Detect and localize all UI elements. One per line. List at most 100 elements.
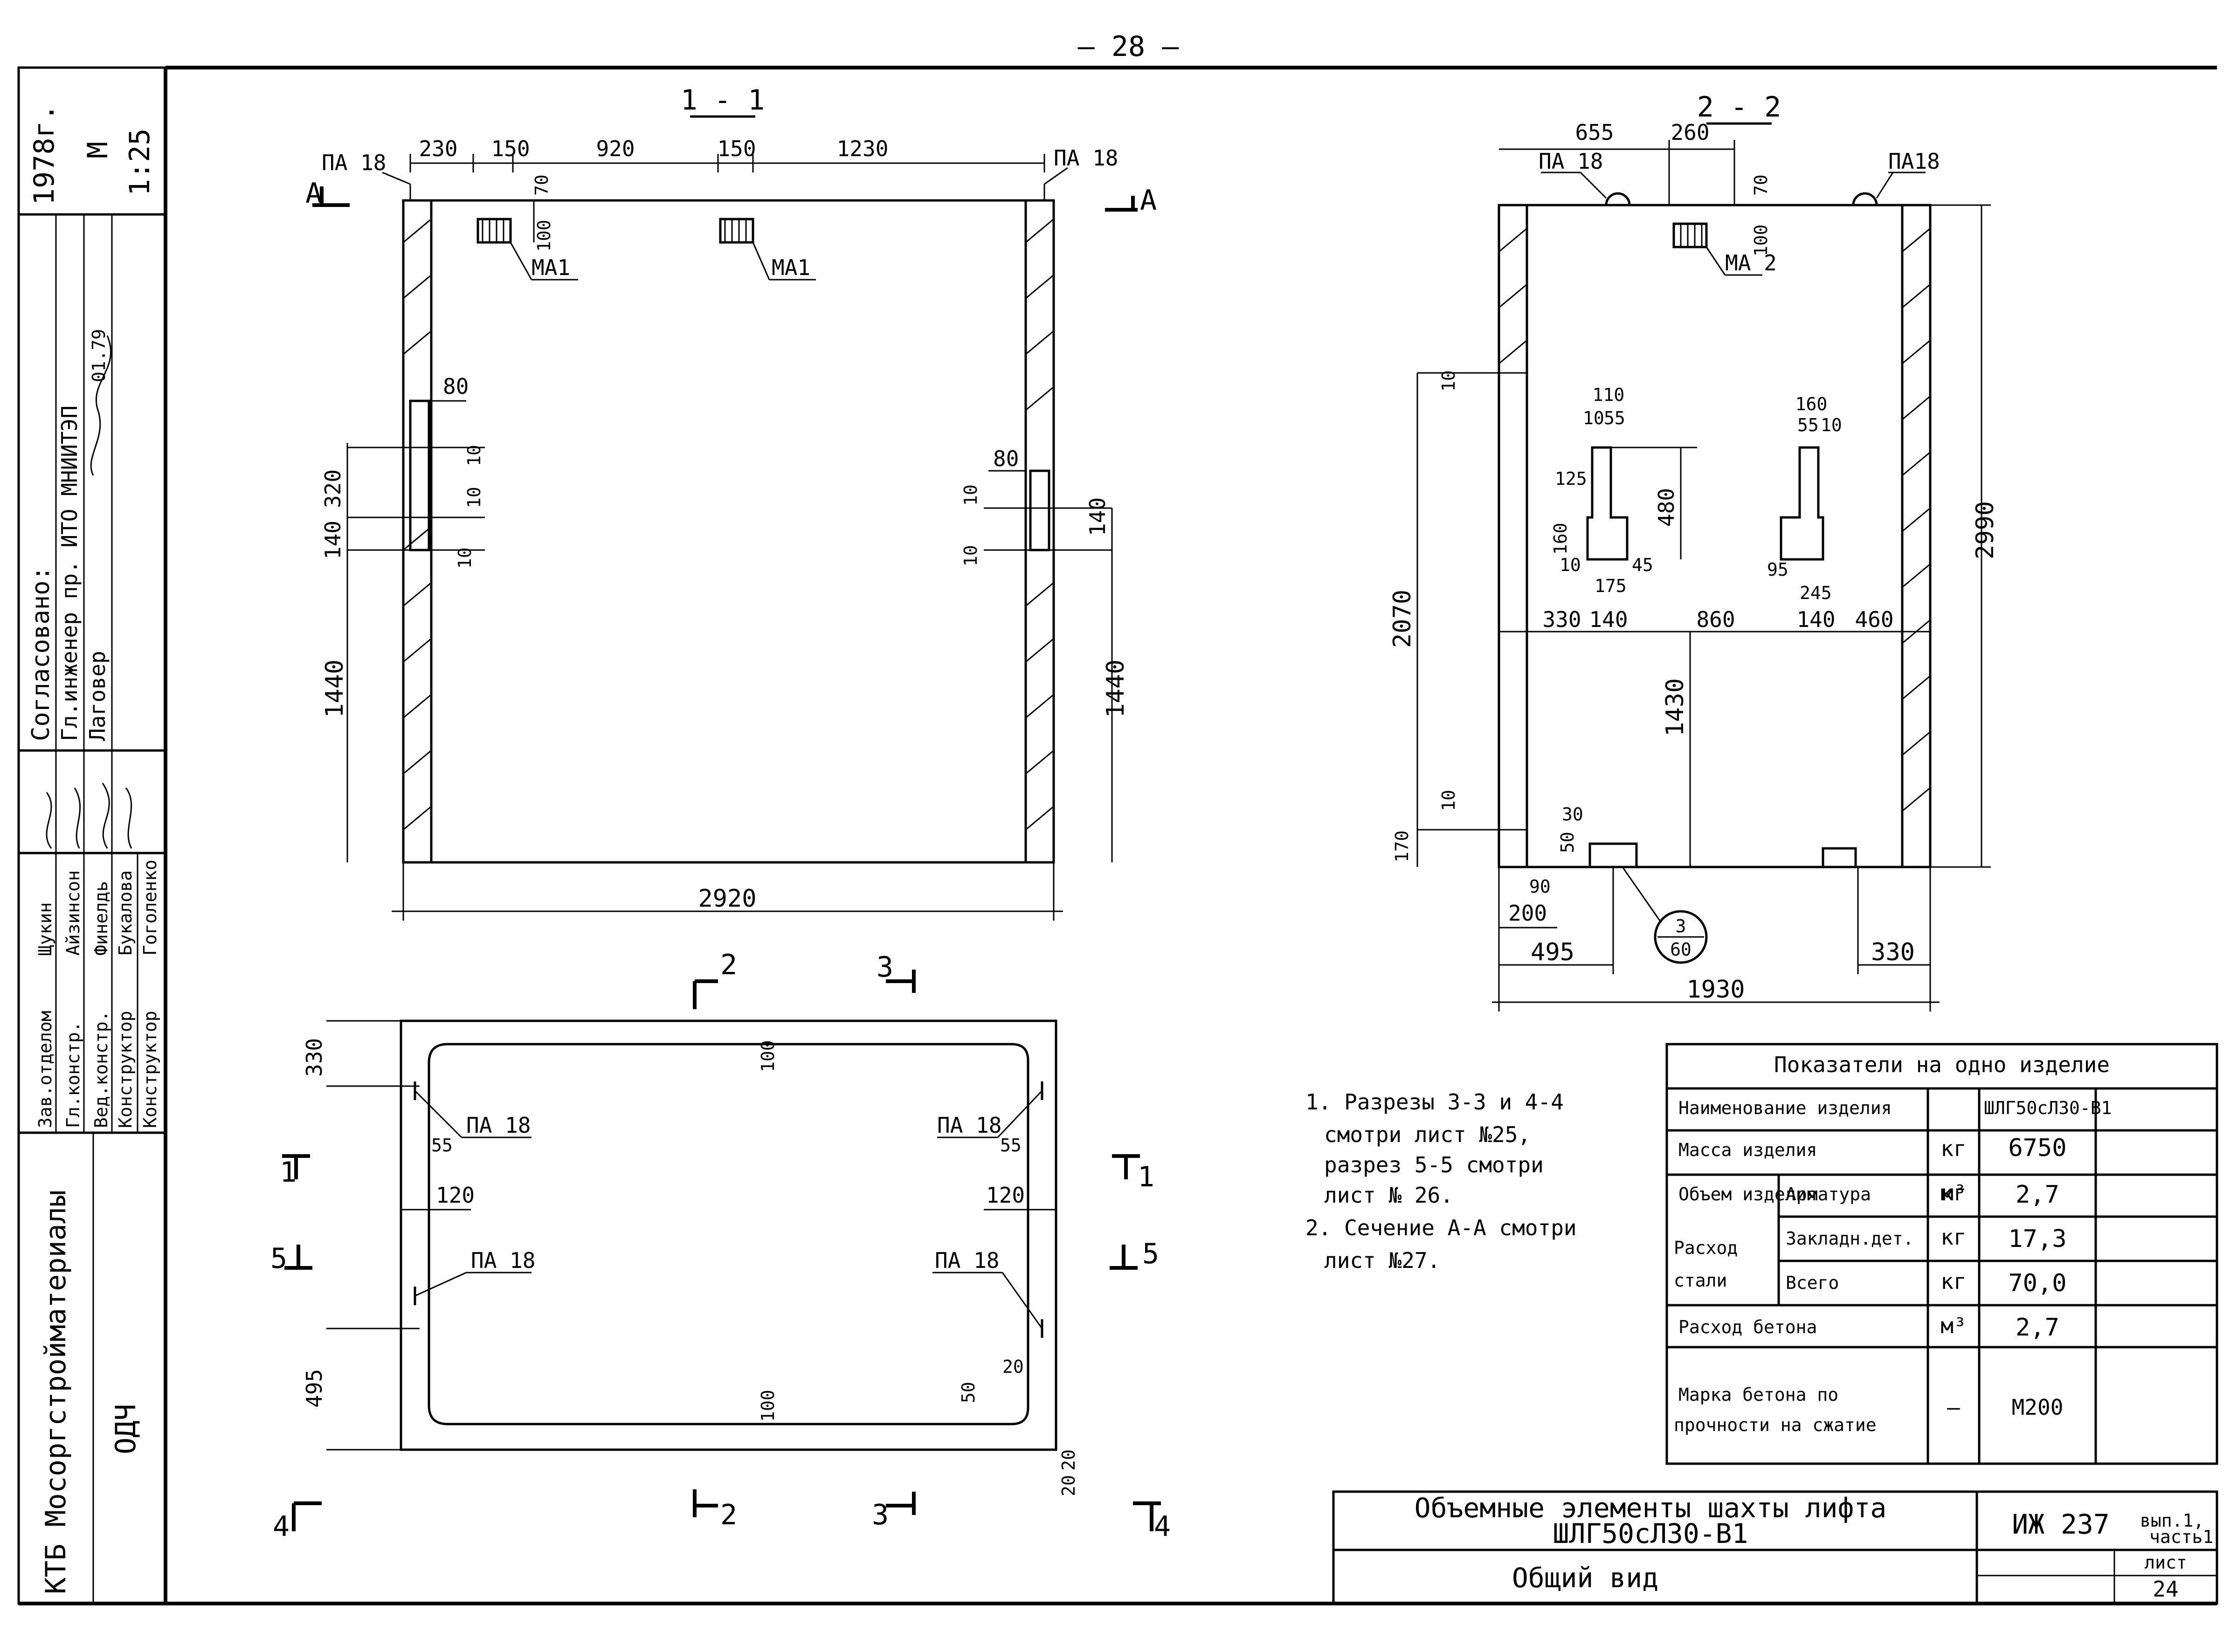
spec-value-6: 70,0 <box>2008 1269 2066 1297</box>
niche-left-c: 10 <box>1560 555 1581 575</box>
sheet-label: лист <box>2144 1552 2187 1573</box>
spec-grade-2: прочности на сжатие <box>1674 1415 1877 1435</box>
plan-dim-100-top: 100 <box>758 1040 778 1072</box>
niche-left-f: 480 <box>1654 488 1679 527</box>
niche-left-h1: 125 <box>1555 468 1587 489</box>
top-dim-3: 920 <box>596 136 635 161</box>
plan-dim-120-left: 120 <box>436 1183 475 1208</box>
staff-role-5: Конструктор <box>140 1011 160 1128</box>
cut-a-right: А <box>1140 184 1157 217</box>
niche-left-w: 110 <box>1593 385 1625 405</box>
dim-1440-left: 1440 <box>321 660 349 718</box>
plan-anchor-4: ПА 18 <box>935 1248 999 1273</box>
niche-right-b: 10 <box>1821 415 1842 435</box>
row-dim-4: 140 <box>1796 607 1835 632</box>
top-dim-2: 150 <box>491 136 530 161</box>
row-dim-1: 330 <box>1542 607 1581 632</box>
plan-outer <box>400 1019 1057 1451</box>
stamp-scale: 1:25 <box>124 129 156 196</box>
notes: 1. Разрезы 3-3 и 4-4 смотри лист №25, ра… <box>1305 1089 1577 1273</box>
title-block: Объемные элементы шахты лифта ШЛГ50сЛ30-… <box>1332 1490 2218 1605</box>
row-dim-2: 140 <box>1589 607 1628 632</box>
spec-name-3: Объем изделия <box>1678 1184 1817 1205</box>
plan-dim-20-a: 20 <box>1002 1356 1024 1377</box>
stamp-scale-label: М <box>82 142 114 158</box>
dim-200: 200 <box>1508 901 1547 926</box>
callout-circle <box>1654 910 1708 964</box>
spec-unit-2: кг <box>1940 1136 1966 1161</box>
cut-5-right: 5 <box>1142 1238 1159 1270</box>
spec-value-1: ШЛГ50сЛ30-В1 <box>1984 1098 2112 1118</box>
section-2-2-title: 2 - 2 <box>1697 91 1781 124</box>
spec-sub-6: Всего <box>1786 1273 1839 1293</box>
doc-part: часть1 <box>2149 1527 2213 1547</box>
cut-1-left: 1 <box>280 1156 297 1189</box>
staff-name-5: Гоголенко <box>140 860 160 956</box>
note-line-1: 1. Разрезы 3-3 и 4-4 <box>1305 1089 1564 1115</box>
spec-unit-4: кг <box>1940 1180 1966 1205</box>
note-line-5: 2. Сечение А-А смотри <box>1305 1215 1577 1240</box>
niche-right-d: 245 <box>1800 583 1832 603</box>
approved-role-2: Лаговер <box>85 651 110 741</box>
dim-10-top-2: 10 <box>1438 370 1459 392</box>
plate-ma1-left <box>476 218 512 244</box>
plan-dim-495: 495 <box>302 1369 327 1408</box>
anchor-2-left: ПА 18 <box>1539 149 1603 174</box>
niche-right-w: 160 <box>1795 394 1828 414</box>
spec-grade-1: Марка бетона по <box>1678 1384 1838 1405</box>
cut-3-top: 3 <box>877 951 893 984</box>
spec-unit-6: кг <box>1940 1269 1966 1294</box>
niche-left-h2: 160 <box>1550 523 1571 555</box>
sheet-number: 24 <box>2153 1576 2178 1602</box>
spec-steel-2: стали <box>1674 1270 1727 1291</box>
doc-code: ИЖ 237 <box>2012 1508 2110 1540</box>
dim-10-bottom-2: 10 <box>1438 790 1459 811</box>
dim-330-2: 330 <box>1871 938 1915 966</box>
staff-role-1: Зав.отделом <box>35 1011 55 1128</box>
spec-name-7: Расход бетона <box>1678 1317 1817 1337</box>
cut-1-right: 1 <box>1138 1161 1154 1193</box>
dim-70: 70 <box>532 174 552 196</box>
callout-top: 3 <box>1676 916 1686 936</box>
spec-unit-3: м³ <box>1940 1180 1966 1205</box>
dept-code: ОДЧ <box>110 1404 142 1454</box>
dim-10-a: 10 <box>464 445 484 466</box>
anchor-2-right: ПА18 <box>1888 149 1940 174</box>
dim-100: 100 <box>534 220 554 252</box>
spec-steel-1: Расход <box>1674 1238 1738 1258</box>
cut-a-left: А <box>305 177 322 210</box>
staff-name-2: Айзинсон <box>63 870 83 956</box>
plate-2-label: МА1 <box>772 255 810 280</box>
plan-anchor-3: ПА 18 <box>471 1248 535 1273</box>
note-line-3: разрез 5-5 смотри <box>1324 1152 1544 1177</box>
dim-1440-right: 1440 <box>1102 660 1130 718</box>
spec-value-2: 6750 <box>2008 1134 2066 1162</box>
spec-unit-8: — <box>1947 1395 1960 1420</box>
dim-2990: 2990 <box>1971 501 1999 559</box>
spec-sub-4: Арматура <box>1786 1184 1871 1205</box>
dim-10-c: 10 <box>455 547 475 569</box>
plan-dim-120-right: 120 <box>986 1183 1025 1208</box>
plan-dim-20-b: 20 <box>1058 1449 1079 1471</box>
cut-2-top: 2 <box>720 949 737 981</box>
stamp-year: 1978г. <box>28 104 61 205</box>
approved-title: Согласовано: <box>27 566 55 741</box>
spec-name-2: Масса изделия <box>1678 1140 1817 1160</box>
dim-70-2: 70 <box>1751 174 1771 196</box>
staff-role-2: Гл.констр. <box>63 1021 83 1128</box>
dim-260: 260 <box>1671 120 1709 145</box>
top-dim-4: 150 <box>717 136 756 161</box>
cut-4-left: 4 <box>273 1510 290 1543</box>
approved-role-1: Гл.инженер пр. ИТО МНИИТЭП <box>57 406 82 741</box>
plan-dim-55-right: 55 <box>1000 1135 1022 1156</box>
page-number: – 28 – <box>1078 30 1180 63</box>
plan-anchor-2: ПА 18 <box>937 1113 1001 1138</box>
dim-2070: 2070 <box>1388 590 1416 648</box>
side-stamp: 1978г. М 1:25 Согласовано: Гл.инженер пр… <box>17 66 167 1605</box>
dim-10-e: 10 <box>960 545 981 566</box>
note-line-4: лист № 26. <box>1324 1183 1453 1208</box>
dim-90: 90 <box>1529 876 1551 897</box>
width-2920: 2920 <box>698 885 756 913</box>
plan-dim-50: 50 <box>958 1382 979 1403</box>
